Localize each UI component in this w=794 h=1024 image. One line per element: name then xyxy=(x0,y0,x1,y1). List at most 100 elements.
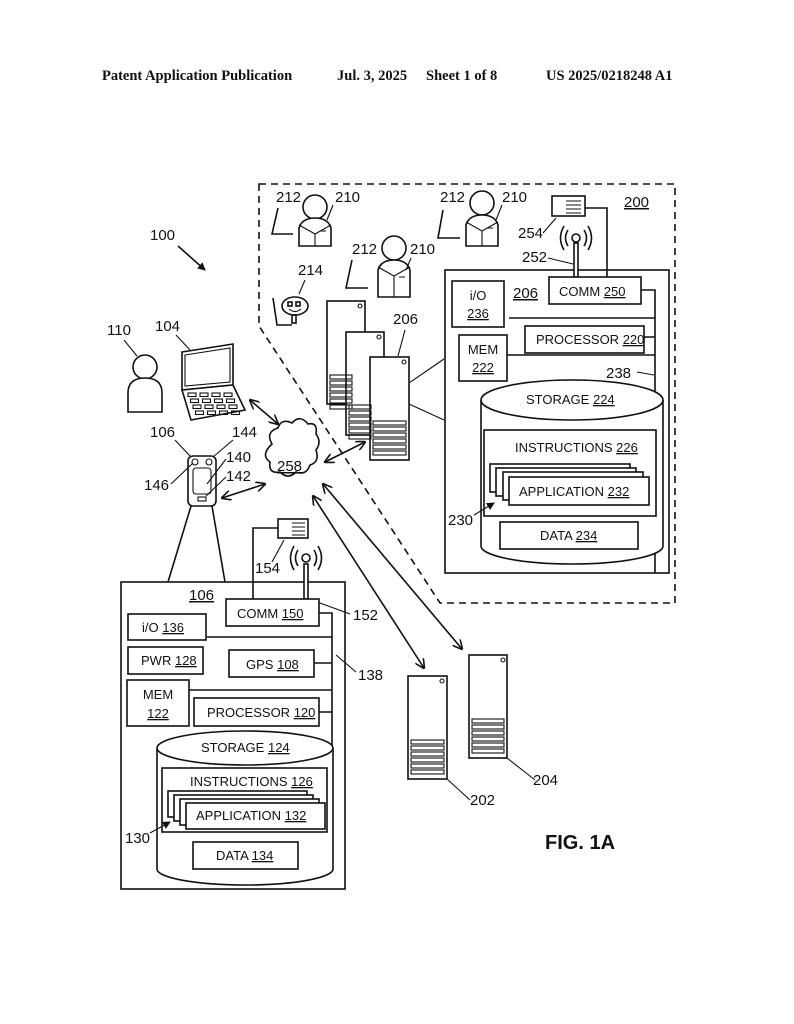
laptop-network-arrow[interactable] xyxy=(250,400,278,424)
server-204-ref: 204 xyxy=(533,772,558,789)
mem-ref: 122 xyxy=(147,706,169,721)
robot-icon: 214 xyxy=(272,262,323,326)
vent-slot xyxy=(329,404,353,410)
vent-slot xyxy=(329,374,353,380)
antenna-ref: 152 xyxy=(353,607,378,624)
display-wire xyxy=(252,527,278,599)
station-ref: 212 xyxy=(276,189,301,206)
server-enclosure-ref: 206 xyxy=(513,285,538,302)
phone-camera-ref: 146 xyxy=(144,477,169,494)
display-wire xyxy=(585,207,608,277)
instructions-label: INSTRUCTIONS 126 xyxy=(190,774,313,789)
apps-ref: 230 xyxy=(448,512,473,529)
mem-block xyxy=(126,679,190,727)
device-detail-box: 106 154 152 138 COMM 150 i/O 136 PWR 128… xyxy=(120,518,383,890)
vent-slot xyxy=(471,730,505,736)
keyboard-key xyxy=(230,410,241,416)
server-stack-ref: 206 xyxy=(393,311,418,328)
keyboard-key xyxy=(194,410,205,416)
vent-slot xyxy=(348,428,372,434)
keyboard-key xyxy=(192,404,202,410)
phone-network-arrow[interactable] xyxy=(222,484,265,498)
vent-slot xyxy=(372,420,407,426)
robot-ref: 214 xyxy=(298,262,323,279)
vent-slot xyxy=(348,422,372,428)
vent-slot xyxy=(348,410,372,416)
keyboard-key xyxy=(223,392,233,398)
display-ref: 254 xyxy=(518,225,543,242)
header-date: Jul. 3, 2025 xyxy=(337,68,408,84)
vent-slot xyxy=(348,434,372,440)
network-cloud: 258 xyxy=(264,417,320,477)
person-ref: 210 xyxy=(335,189,360,206)
gps-block xyxy=(228,649,315,678)
vent-slot xyxy=(348,404,372,410)
vent-slot xyxy=(329,380,353,386)
workstation-icon xyxy=(437,209,460,239)
vent-slot xyxy=(348,416,372,422)
comm-label: COMM 250 xyxy=(559,284,626,299)
data-label: DATA 234 xyxy=(540,528,597,543)
device-enclosure-ref: 106 xyxy=(189,587,214,604)
pwr-block xyxy=(127,646,204,675)
station-ref: 212 xyxy=(352,241,377,258)
keyboard-key xyxy=(204,404,214,410)
server-202-ref: 202 xyxy=(470,792,495,809)
server-202: 202 xyxy=(407,675,495,809)
system-ref: 100 xyxy=(150,227,175,244)
keyboard-key xyxy=(211,392,221,398)
vent-slot xyxy=(410,757,445,763)
projection-line xyxy=(167,505,192,583)
application-block xyxy=(508,476,650,506)
gps-label: GPS 108 xyxy=(246,657,299,672)
apps-ref: 130 xyxy=(125,830,150,847)
vent-slot xyxy=(471,718,505,724)
vent-slot xyxy=(372,432,407,438)
display-ref: 154 xyxy=(255,560,280,577)
vent-slot xyxy=(329,398,353,404)
mem-ref: 222 xyxy=(472,360,494,375)
vent-slot xyxy=(410,745,445,751)
person-1: 212 210 xyxy=(270,189,360,247)
data-block xyxy=(499,521,639,550)
server-stack-network-arrow[interactable] xyxy=(325,442,365,462)
vent-slot xyxy=(410,769,445,775)
vent-slot xyxy=(471,736,505,742)
pwr-label: PWR 128 xyxy=(141,653,197,668)
device-bus xyxy=(189,612,333,840)
storage-label: STORAGE 224 xyxy=(526,392,615,407)
person-head xyxy=(469,190,495,216)
person-2: 212 210 xyxy=(345,235,435,298)
keyboard-key xyxy=(218,410,229,416)
phone-button-ref: 142 xyxy=(226,468,251,485)
vent-slot xyxy=(410,751,445,757)
vent-slot xyxy=(372,438,407,444)
instructions-label: INSTRUCTIONS 226 xyxy=(515,440,638,455)
station-ref: 212 xyxy=(440,189,465,206)
figure-label: FIG. 1A xyxy=(545,832,615,854)
server-bus-ref: 238 xyxy=(606,365,631,382)
phone-screen-ref: 140 xyxy=(226,449,251,466)
workstation-icon xyxy=(270,207,293,235)
io-label: i/O xyxy=(470,288,487,303)
processor-block xyxy=(524,325,645,354)
person-ref: 210 xyxy=(502,189,527,206)
server-204: 204 xyxy=(468,654,558,789)
vent-slot xyxy=(372,426,407,432)
processor-label: PROCESSOR 220 xyxy=(536,332,644,347)
keyboard-key xyxy=(216,404,226,410)
server-202-network-arrow[interactable] xyxy=(313,496,424,668)
keyboard-key xyxy=(201,398,212,404)
io-ref: 236 xyxy=(467,306,489,321)
laptop-icon: 104 xyxy=(155,318,247,421)
antenna-ref: 252 xyxy=(522,249,547,266)
comm-block xyxy=(548,276,642,305)
io-block xyxy=(451,280,505,328)
keyboard-key xyxy=(225,398,236,404)
vent-slot xyxy=(471,724,505,730)
application-label: APPLICATION 232 xyxy=(519,484,629,499)
data-label: DATA 134 xyxy=(216,848,273,863)
phone-ref: 106 xyxy=(150,424,175,441)
user-ref: 110 xyxy=(107,322,131,339)
person-head xyxy=(381,235,407,261)
